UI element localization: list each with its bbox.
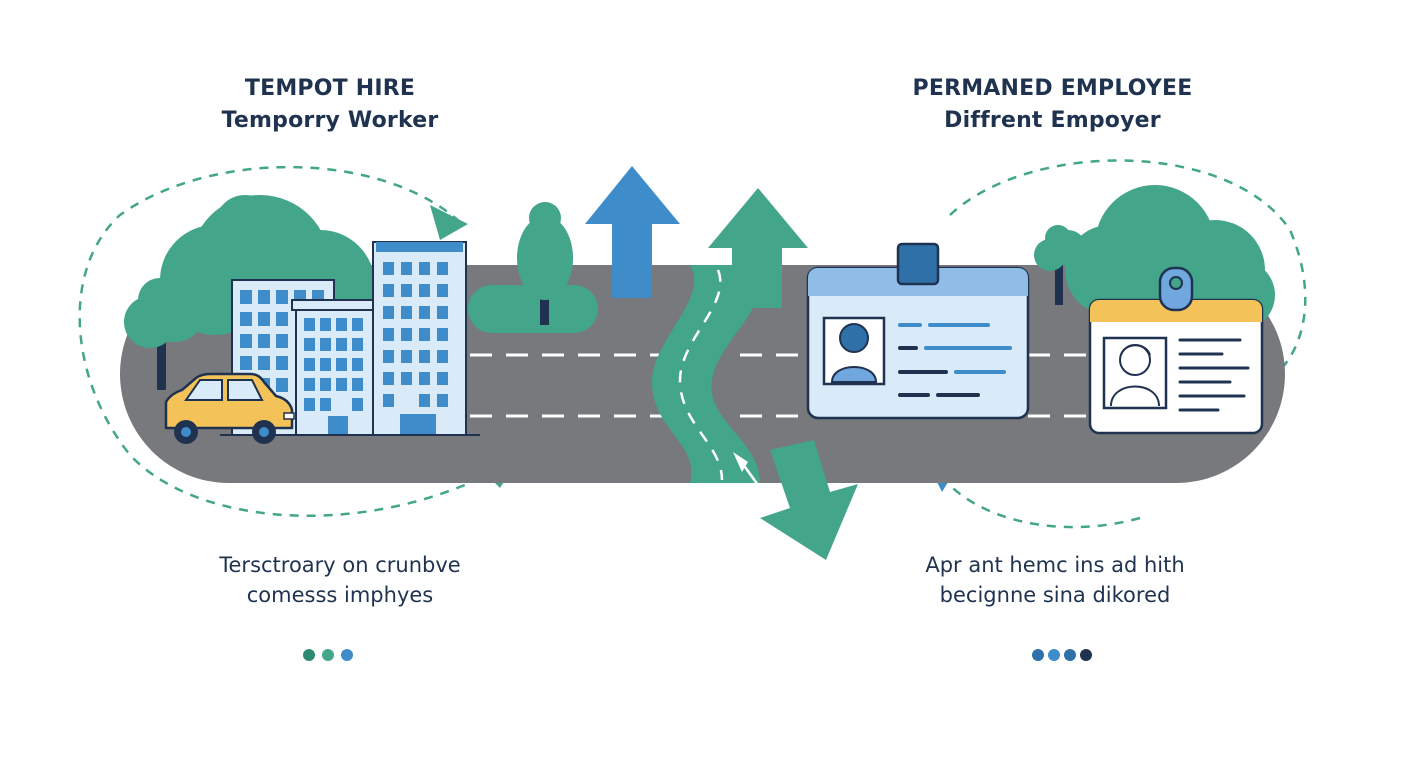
small-arrow-stem <box>738 459 760 486</box>
tree-icon <box>124 278 205 390</box>
person-icon <box>1110 344 1160 407</box>
left-cycle-arrowhead-top <box>430 205 468 240</box>
office-building-icon <box>220 241 480 436</box>
right-cycle-dashed-path-top <box>949 159 1307 371</box>
arrow-down-icon <box>760 440 858 560</box>
left-pagination-dots <box>303 649 353 661</box>
right-panel-subtitle: Diffrent Empoyer <box>944 108 1161 133</box>
right-panel-title: PERMANED EMPLOYEE <box>912 76 1193 101</box>
left-caption-line-2: comesss imphyes <box>246 583 434 607</box>
arrow-up-icon <box>708 188 808 308</box>
id-badge-icon <box>1088 266 1264 435</box>
right-caption-line-2: becignne sina dikored <box>939 583 1171 607</box>
tree-icon <box>1034 225 1086 305</box>
car-icon <box>164 372 295 444</box>
office-building-icon <box>291 299 381 436</box>
winding-career-path <box>651 265 760 483</box>
id-badge-icon <box>806 242 1030 420</box>
tree-icon <box>468 202 598 333</box>
right-caption-line-1: Apr ant hemc ins ad hith <box>925 553 1185 577</box>
left-cycle-dashed-path <box>78 165 516 518</box>
left-panel-subtitle: Temporry Worker <box>221 108 439 133</box>
left-panel-title: TEMPOT HIRE <box>244 76 416 101</box>
right-pagination-dots <box>1032 649 1092 661</box>
right-cycle-dashed-path-bottom <box>944 479 1141 529</box>
left-caption-line-1: Tersctroary on crunbve <box>219 553 461 577</box>
person-icon <box>830 323 878 383</box>
arrow-up-icon <box>585 166 680 298</box>
